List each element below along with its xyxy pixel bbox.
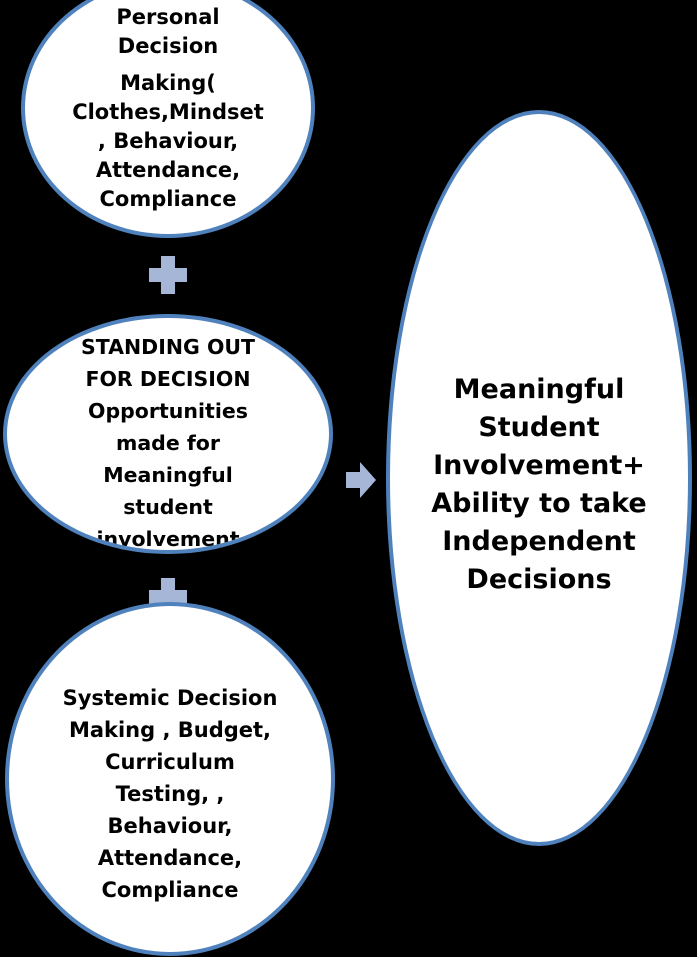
oval-text-line: Attendance,	[95, 157, 241, 182]
oval-text-line: student	[123, 495, 213, 519]
oval-text-line: Attendance,	[97, 846, 243, 870]
oval-text-line: Independent	[442, 526, 636, 557]
oval-text-line: FOR DECISION	[85, 367, 251, 391]
oval-text-line: , Behaviour,	[97, 128, 239, 153]
oval-text-line: Making(	[120, 70, 216, 95]
standing-out-oval: STANDING OUT FOR DECISION Opportunities …	[3, 314, 333, 554]
oval-text-line: Student	[478, 412, 600, 443]
oval-text-line: Meaningful	[103, 463, 233, 487]
oval-text-line: Compliance	[99, 186, 237, 211]
oval-text-line: Systemic Decision	[62, 686, 278, 710]
oval-text-line: Curriculum	[105, 750, 235, 774]
oval-text-line: Opportunities	[88, 399, 248, 423]
oval-text-line: Clothes,Mindset	[72, 99, 264, 124]
oval-text-line: Meaningful	[453, 374, 625, 405]
oval-text-line: made for	[115, 431, 221, 455]
oval-text-line: Behaviour,	[107, 814, 233, 838]
oval-text-line: involvement	[96, 527, 240, 551]
personal-decision-oval: Personal Decision Making( Clothes,Mindse…	[21, 0, 315, 238]
oval-text-line: Personal	[116, 4, 220, 29]
oval-text-line: Compliance	[101, 878, 239, 902]
oval-text-line: STANDING OUT	[81, 335, 255, 359]
oval-text-line: Making , Budget,	[68, 718, 272, 742]
oval-text-line: Testing, ,	[115, 782, 225, 806]
systemic-decision-oval: Systemic Decision Making , Budget, Curri…	[5, 602, 335, 956]
oval-text-line: Decisions	[466, 564, 612, 595]
plus-icon	[149, 256, 187, 294]
oval-text-line: Decision	[117, 33, 219, 58]
result-oval: Meaningful Student Involvement+ Ability …	[386, 110, 692, 846]
oval-text-line: Ability to take	[431, 488, 647, 519]
right-arrow-icon	[346, 462, 376, 498]
oval-text-line: Involvement+	[433, 450, 645, 481]
